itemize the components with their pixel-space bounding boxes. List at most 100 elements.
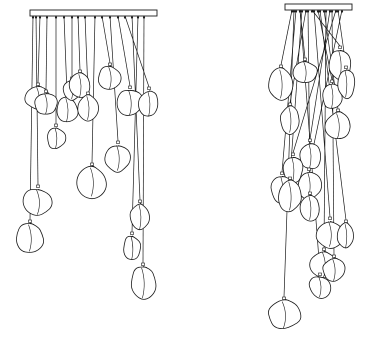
right-cord-anchor bbox=[310, 10, 314, 13]
left-pendant-cap bbox=[130, 231, 134, 235]
left-pendant-cap bbox=[108, 62, 112, 66]
right-pendant-cap bbox=[332, 254, 336, 258]
left-pendant bbox=[34, 89, 58, 115]
right-pendant bbox=[292, 57, 318, 83]
right-cord bbox=[309, 9, 331, 140]
left-cord-anchor bbox=[100, 16, 104, 19]
right-pendant-fold bbox=[308, 196, 312, 220]
right-pendant-fold bbox=[330, 84, 334, 108]
left-cord-anchor bbox=[130, 16, 134, 19]
left-pendant-fold bbox=[28, 224, 32, 252]
right-pendant bbox=[279, 102, 300, 135]
left-pendant bbox=[77, 91, 99, 122]
left-pendant-cap bbox=[78, 69, 82, 73]
left-cord-anchor bbox=[62, 16, 66, 19]
right-pendant-fold bbox=[279, 69, 283, 99]
right-cord-anchor bbox=[298, 10, 302, 13]
left-pendant-shade bbox=[77, 93, 99, 122]
right-pendant-fold bbox=[318, 276, 322, 298]
right-pendant-fold bbox=[288, 181, 292, 211]
right-pendant-fold bbox=[344, 70, 348, 98]
left-pendant-fold bbox=[86, 96, 90, 120]
right-pendant-cap bbox=[282, 296, 286, 300]
left-cord bbox=[77, 15, 81, 71]
right-pendant bbox=[299, 138, 322, 169]
right-pendant-cap bbox=[288, 176, 292, 180]
left-cord bbox=[117, 15, 131, 87]
right-pendant-cap bbox=[330, 79, 334, 83]
left-cord-anchor bbox=[54, 16, 58, 19]
right-pendant bbox=[324, 108, 351, 140]
left-cord-anchor bbox=[31, 16, 35, 19]
right-pendant bbox=[299, 191, 320, 222]
left-pendant bbox=[22, 184, 53, 216]
right-cord bbox=[280, 9, 293, 66]
right-cord bbox=[289, 9, 303, 178]
left-pendant-fold bbox=[54, 127, 58, 149]
left-pendant-cap bbox=[44, 89, 48, 93]
right-cord-anchor bbox=[330, 10, 334, 13]
left-pendant-fold bbox=[78, 74, 82, 98]
left-cord bbox=[45, 15, 48, 91]
right-pendant-cap bbox=[344, 219, 348, 223]
left-cord bbox=[131, 15, 139, 233]
left-pendant bbox=[130, 262, 157, 300]
right-cord-anchor bbox=[336, 10, 340, 13]
left-pendant-fold bbox=[141, 267, 145, 299]
left-pendant-fold bbox=[116, 145, 120, 171]
right-shades bbox=[268, 45, 356, 329]
right-pendant-cap bbox=[280, 171, 284, 175]
right-canopy bbox=[284, 3, 353, 11]
left-pendant bbox=[16, 219, 45, 253]
left-pendant-cap bbox=[90, 162, 94, 166]
right-cord-anchor bbox=[340, 10, 344, 13]
left-pendant bbox=[56, 93, 79, 123]
left-cord bbox=[63, 15, 68, 95]
left-cord bbox=[29, 15, 34, 221]
left-pendant-shade bbox=[129, 202, 150, 231]
right-pendant-cap bbox=[344, 65, 348, 69]
right-cord-anchor bbox=[322, 10, 326, 13]
left-pendant-shade bbox=[22, 189, 53, 216]
left-pendant-cap bbox=[141, 262, 145, 266]
left-pendant-shade bbox=[68, 71, 91, 98]
left-cord-anchor bbox=[93, 16, 97, 19]
left-cord-anchor bbox=[123, 16, 127, 19]
right-pendant-cap bbox=[307, 167, 311, 171]
right-pendant-shade bbox=[336, 221, 354, 249]
right-cord-anchor bbox=[304, 10, 308, 13]
right-pendant-cap bbox=[288, 102, 292, 106]
left-pendant bbox=[97, 62, 122, 90]
right-pendant-shade bbox=[308, 276, 332, 299]
right-cord bbox=[313, 9, 331, 218]
right-pendant-cap bbox=[336, 108, 340, 112]
left-pendant bbox=[68, 69, 91, 98]
left-canopy bbox=[29, 9, 158, 17]
left-pendant-fold bbox=[36, 189, 40, 215]
right-cord-anchor bbox=[324, 10, 328, 13]
left-cord-anchor bbox=[142, 16, 146, 19]
left-pendant-fold bbox=[108, 66, 112, 89]
left-pendant bbox=[76, 162, 107, 200]
pendant-fixture-left bbox=[16, 9, 159, 300]
left-pendant-fold bbox=[65, 98, 69, 122]
right-cord-anchor bbox=[306, 10, 310, 13]
left-pendant bbox=[104, 140, 131, 173]
right-pendant-cap bbox=[279, 64, 283, 68]
right-pendant-shade bbox=[324, 110, 351, 140]
left-pendant-cap bbox=[128, 85, 132, 89]
left-cord-anchor bbox=[38, 16, 42, 19]
left-pendant-cap bbox=[138, 199, 142, 203]
right-cord-anchor bbox=[334, 10, 338, 13]
left-pendant bbox=[138, 86, 159, 117]
left-pendant-cap bbox=[147, 86, 151, 90]
left-pendant-fold bbox=[44, 93, 48, 115]
left-pendant-shade bbox=[138, 90, 159, 117]
left-pendant-cap bbox=[54, 123, 58, 127]
left-cord-anchor bbox=[34, 16, 38, 19]
left-pendant-cap bbox=[86, 91, 90, 95]
left-pendant-fold bbox=[128, 90, 132, 116]
left-pendant-cap bbox=[28, 219, 32, 223]
right-pendant-shade bbox=[299, 194, 320, 222]
